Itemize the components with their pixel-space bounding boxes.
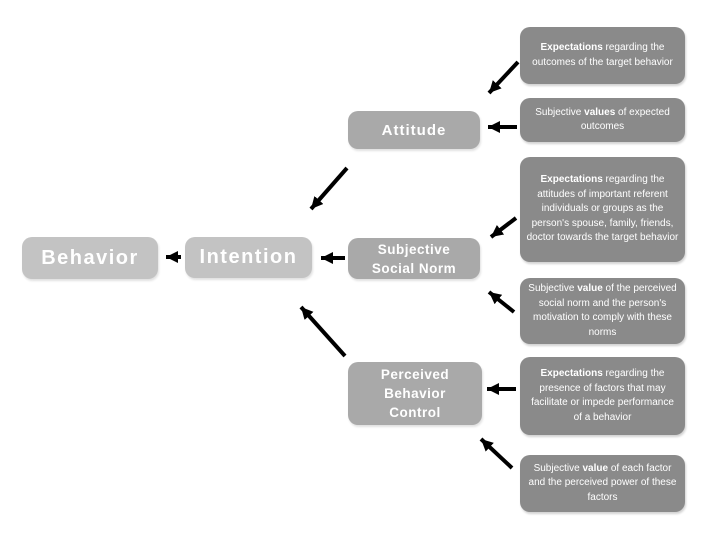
note-normative-expectations: Expectations regarding the attitudes of … (520, 157, 685, 262)
note-segment: regarding the attitudes of important ref… (526, 174, 679, 244)
note-control-expectations-text: Expectations regarding the presence of f… (520, 365, 685, 427)
note-outcome-values-text: Subjective values of expected outcomes (520, 104, 685, 137)
note-outcome-expectations: Expectations regarding the outcomes of t… (520, 27, 685, 84)
node-attitude: Attitude (348, 111, 480, 149)
note-norm-value: Subjective value of the perceived social… (520, 278, 685, 344)
note-segment: Subjective (528, 283, 578, 294)
note-segment: Subjective (533, 462, 583, 474)
node-intention-label: Intention (199, 246, 298, 268)
arrow-outcome-expectations-to-attitude (487, 60, 520, 95)
note-segment-bold: value (582, 462, 609, 474)
node-perceived-behavior-control-label: Perceived Behavior Control (380, 367, 450, 420)
note-factor-value: Subjective value of each factor and the … (520, 455, 685, 512)
node-attitude-label: Attitude (381, 121, 447, 139)
note-segment: Subjective (535, 106, 585, 118)
note-segment-bold: Expectations (540, 42, 603, 53)
note-control-expectations: Expectations regarding the presence of f… (520, 357, 685, 435)
note-segment: of expected outcomes (580, 106, 670, 133)
arrow-norm-value-to-social-norm (487, 290, 516, 314)
node-behavior: Behavior (22, 237, 158, 279)
note-segment-bold: values (584, 106, 616, 118)
note-outcome-expectations-text: Expectations regarding the outcomes of t… (520, 39, 685, 72)
note-normative-expectations-text: Expectations regarding the attitudes of … (520, 171, 685, 248)
arrow-control-to-intention (299, 305, 347, 358)
note-segment: regarding the presence of factors that m… (531, 368, 674, 423)
note-norm-value-text: Subjective value of the perceived social… (520, 280, 685, 342)
note-outcome-values: Subjective values of expected outcomes (520, 98, 685, 142)
note-segment-bold: Expectations (540, 174, 603, 186)
node-behavior-label: Behavior (41, 246, 139, 269)
node-subjective-social-norm: Subjective Social Norm (348, 238, 480, 279)
node-perceived-behavior-control: Perceived Behavior Control (348, 362, 482, 425)
node-intention: Intention (185, 237, 312, 278)
arrow-attitude-to-intention (309, 166, 349, 211)
arrow-normative-expectations-to-social-norm (489, 216, 518, 239)
node-subjective-social-norm-label: Subjective Social Norm (371, 241, 457, 276)
note-segment: of each factor and the perceived power o… (528, 462, 677, 503)
note-segment-bold: Expectations (540, 368, 603, 379)
note-segment-bold: value (577, 283, 603, 294)
note-segment: of the perceived social norm and the per… (533, 283, 677, 338)
arrow-factor-value-to-control (479, 437, 514, 470)
note-factor-value-text: Subjective value of each factor and the … (520, 460, 685, 508)
note-segment: regarding the outcomes of the target beh… (532, 42, 673, 68)
